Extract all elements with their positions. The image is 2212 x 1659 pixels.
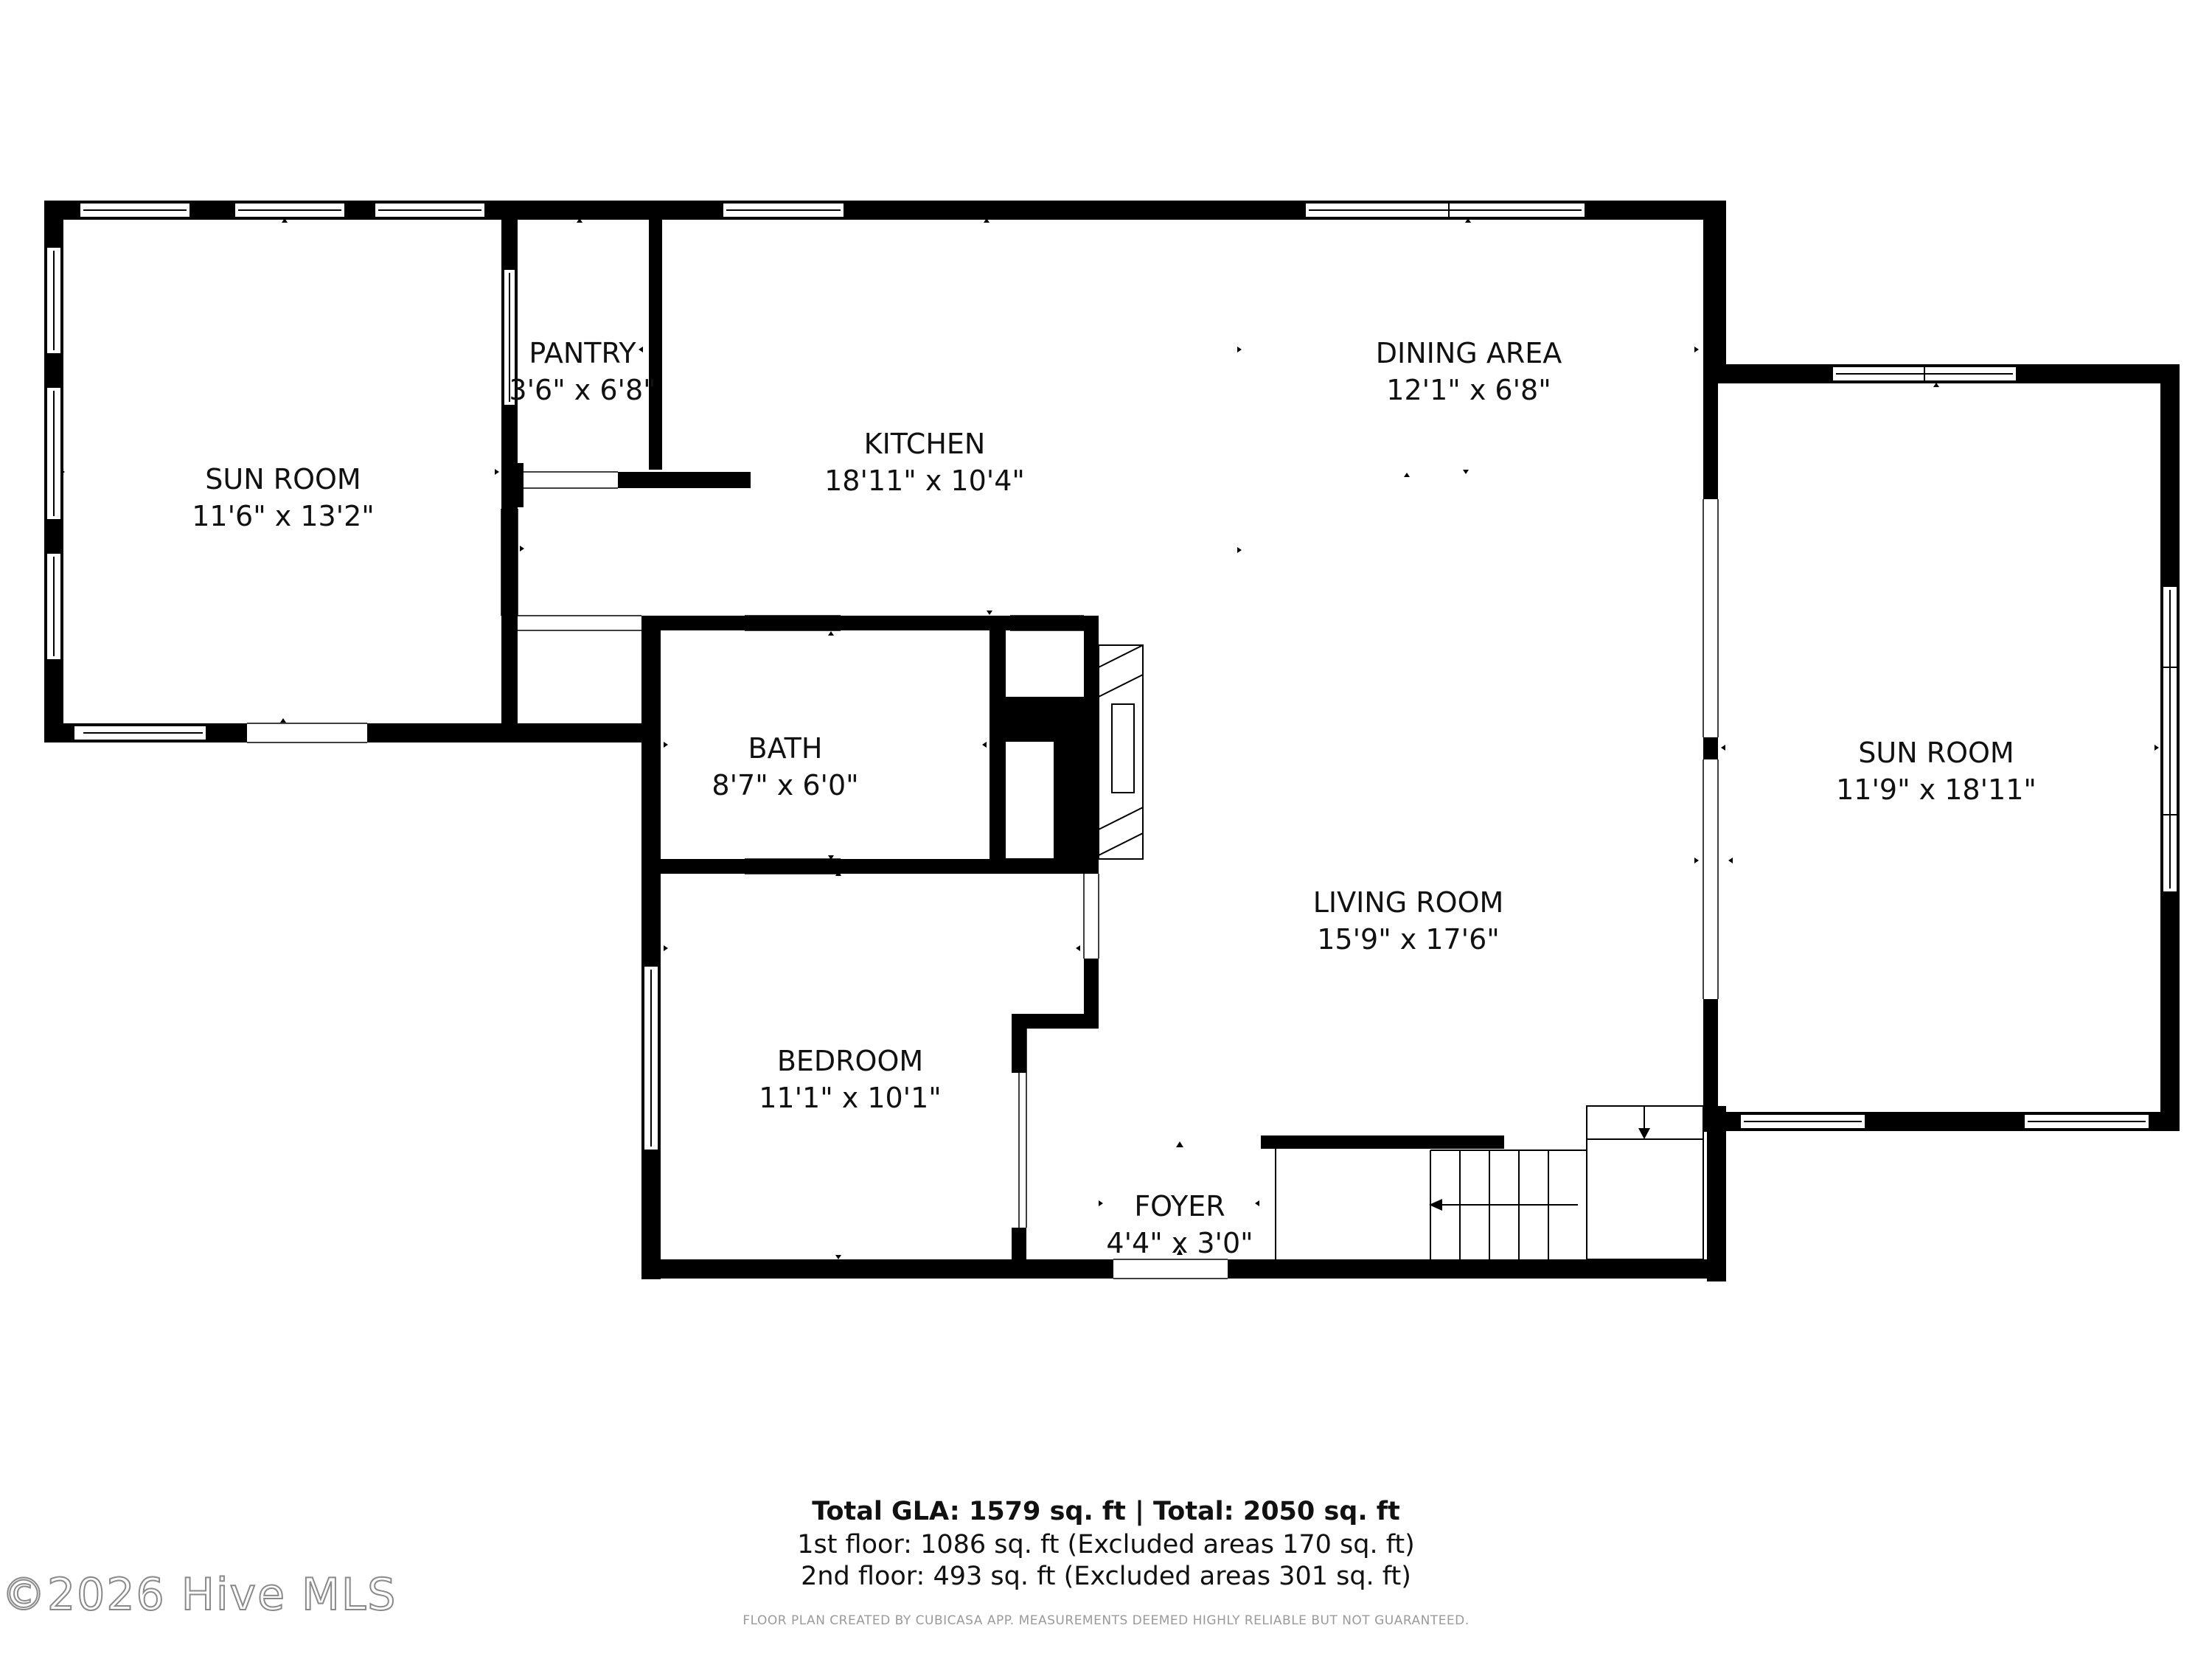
room-size-foyer: 4'4" x 3'0" xyxy=(1106,1227,1253,1259)
room-name-sun-room-east: SUN ROOM xyxy=(1858,737,2014,769)
room-name-pantry: PANTRY xyxy=(529,337,636,369)
copyright-watermark: ©2026 Hive MLS xyxy=(1,1568,397,1621)
stairs xyxy=(1275,1105,1704,1260)
room-size-pantry: 3'6" x 6'8" xyxy=(509,374,655,406)
room-name-kitchen: KITCHEN xyxy=(864,428,986,460)
room-name-bath: BATH xyxy=(748,732,823,765)
room-size-dining-area: 12'1" x 6'8" xyxy=(1386,374,1551,406)
room-size-sun-room-west: 11'6" x 13'2" xyxy=(192,500,375,532)
total-area-summary: Total GLA: 1579 sq. ft | Total: 2050 sq.… xyxy=(812,1497,1400,1526)
room-size-bedroom: 11'1" x 10'1" xyxy=(759,1082,942,1114)
room-name-sun-room-west: SUN ROOM xyxy=(205,463,361,495)
fixtures xyxy=(1002,644,1144,860)
second-floor-area: 2nd floor: 493 sq. ft (Excluded areas 30… xyxy=(801,1562,1411,1591)
room-size-sun-room-east: 11'9" x 18'11" xyxy=(1836,773,2037,806)
floor-plan-drawing: SUN ROOM 11'6" x 13'2" PANTRY 3'6" x 6'8… xyxy=(44,201,2180,1281)
windows xyxy=(46,202,2178,1151)
room-size-bath: 8'7" x 6'0" xyxy=(712,769,858,801)
room-size-kitchen: 18'11" x 10'4" xyxy=(824,465,1025,497)
first-floor-area: 1st floor: 1086 sq. ft (Excluded areas 1… xyxy=(797,1530,1415,1559)
room-labels: SUN ROOM 11'6" x 13'2" PANTRY 3'6" x 6'8… xyxy=(192,337,2037,1259)
opening-markers xyxy=(60,218,2159,1259)
room-name-foyer: FOYER xyxy=(1134,1190,1225,1222)
room-name-living-room: LIVING ROOM xyxy=(1313,886,1504,919)
room-name-dining-area: DINING AREA xyxy=(1376,337,1562,369)
floor-plan-disclaimer: FLOOR PLAN CREATED BY CUBICASA APP. MEAS… xyxy=(742,1613,1470,1628)
openings xyxy=(247,471,2020,1279)
stair-arrows xyxy=(1429,1128,1650,1211)
window-mullions xyxy=(53,203,2177,1147)
room-name-bedroom: BEDROOM xyxy=(777,1045,923,1077)
room-size-living-room: 15'9" x 17'6" xyxy=(1317,923,1500,956)
